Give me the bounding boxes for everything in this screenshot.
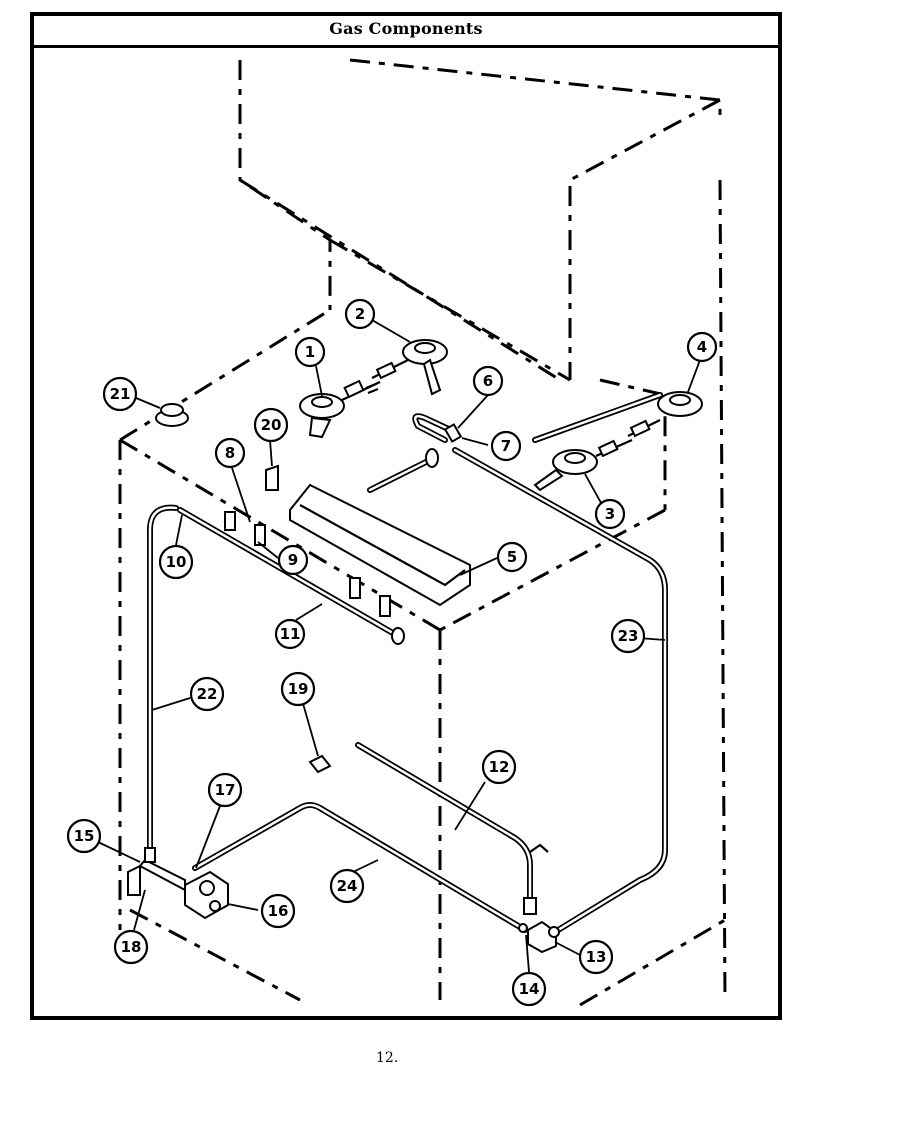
pilot-tube [412,413,463,443]
callout-22: 22 [189,676,225,712]
callout-15: 15 [66,818,102,854]
clip-19 [308,754,332,774]
callout-8-label: 8 [225,444,235,462]
callout-2: 2 [344,298,376,330]
callout-1-label: 1 [305,343,315,361]
callout-23-label: 23 [618,627,639,645]
callout-9-label: 9 [288,551,298,569]
callout-12: 12 [481,749,517,785]
callout-4: 4 [686,331,718,363]
oven-burner-5 [289,448,471,607]
burner-3 [533,438,633,492]
callout-13-label: 13 [586,948,607,966]
callout-14: 14 [511,971,547,1007]
callout-21: 21 [102,376,138,412]
callout-8: 8 [214,437,246,469]
callout-19-label: 19 [288,680,309,698]
callout-6-label: 6 [483,372,493,390]
title-bar: Gas Components [30,12,782,48]
bracket-20 [265,464,279,491]
callout-20-label: 20 [261,416,282,434]
callout-24: 24 [329,868,365,904]
callout-14-label: 14 [519,980,540,998]
callout-7: 7 [490,430,522,462]
callout-11: 11 [274,618,306,650]
callout-23: 23 [610,618,646,654]
callout-7-label: 7 [501,437,511,455]
fitting-13-14 [518,920,560,954]
bracket-18 [127,847,186,896]
diagram-frame [30,12,782,1020]
callout-19: 19 [280,671,316,707]
callout-4-label: 4 [697,338,707,356]
callout-17-label: 17 [215,781,236,799]
knob-21 [155,403,189,427]
page-title: Gas Components [329,19,483,38]
callout-12-label: 12 [489,758,510,776]
callout-22-label: 22 [197,685,218,703]
callout-16: 16 [260,893,296,929]
tubing [147,447,668,938]
burner-2 [371,339,448,396]
callout-10: 10 [158,544,194,580]
callout-10-label: 10 [166,553,187,571]
callout-24-label: 24 [337,877,358,895]
callout-13: 13 [578,939,614,975]
burner-4 [532,391,703,443]
callout-9: 9 [277,544,309,576]
callout-6: 6 [472,365,504,397]
callout-1: 1 [294,336,326,368]
callout-5: 5 [496,541,528,573]
callout-16-label: 16 [268,902,289,920]
callout-20: 20 [253,407,289,443]
callout-21-label: 21 [110,385,131,403]
callout-18-label: 18 [121,938,142,956]
callout-15-label: 15 [74,827,95,845]
callout-2-label: 2 [355,305,365,323]
callout-18: 18 [113,929,149,965]
callout-11-label: 11 [280,625,301,643]
callout-17: 17 [207,772,243,808]
callout-5-label: 5 [507,548,517,566]
callout-3: 3 [594,498,626,530]
callout-3-label: 3 [605,505,615,523]
page-number: 12. [376,1050,399,1066]
safety-valve-16 [184,870,229,920]
